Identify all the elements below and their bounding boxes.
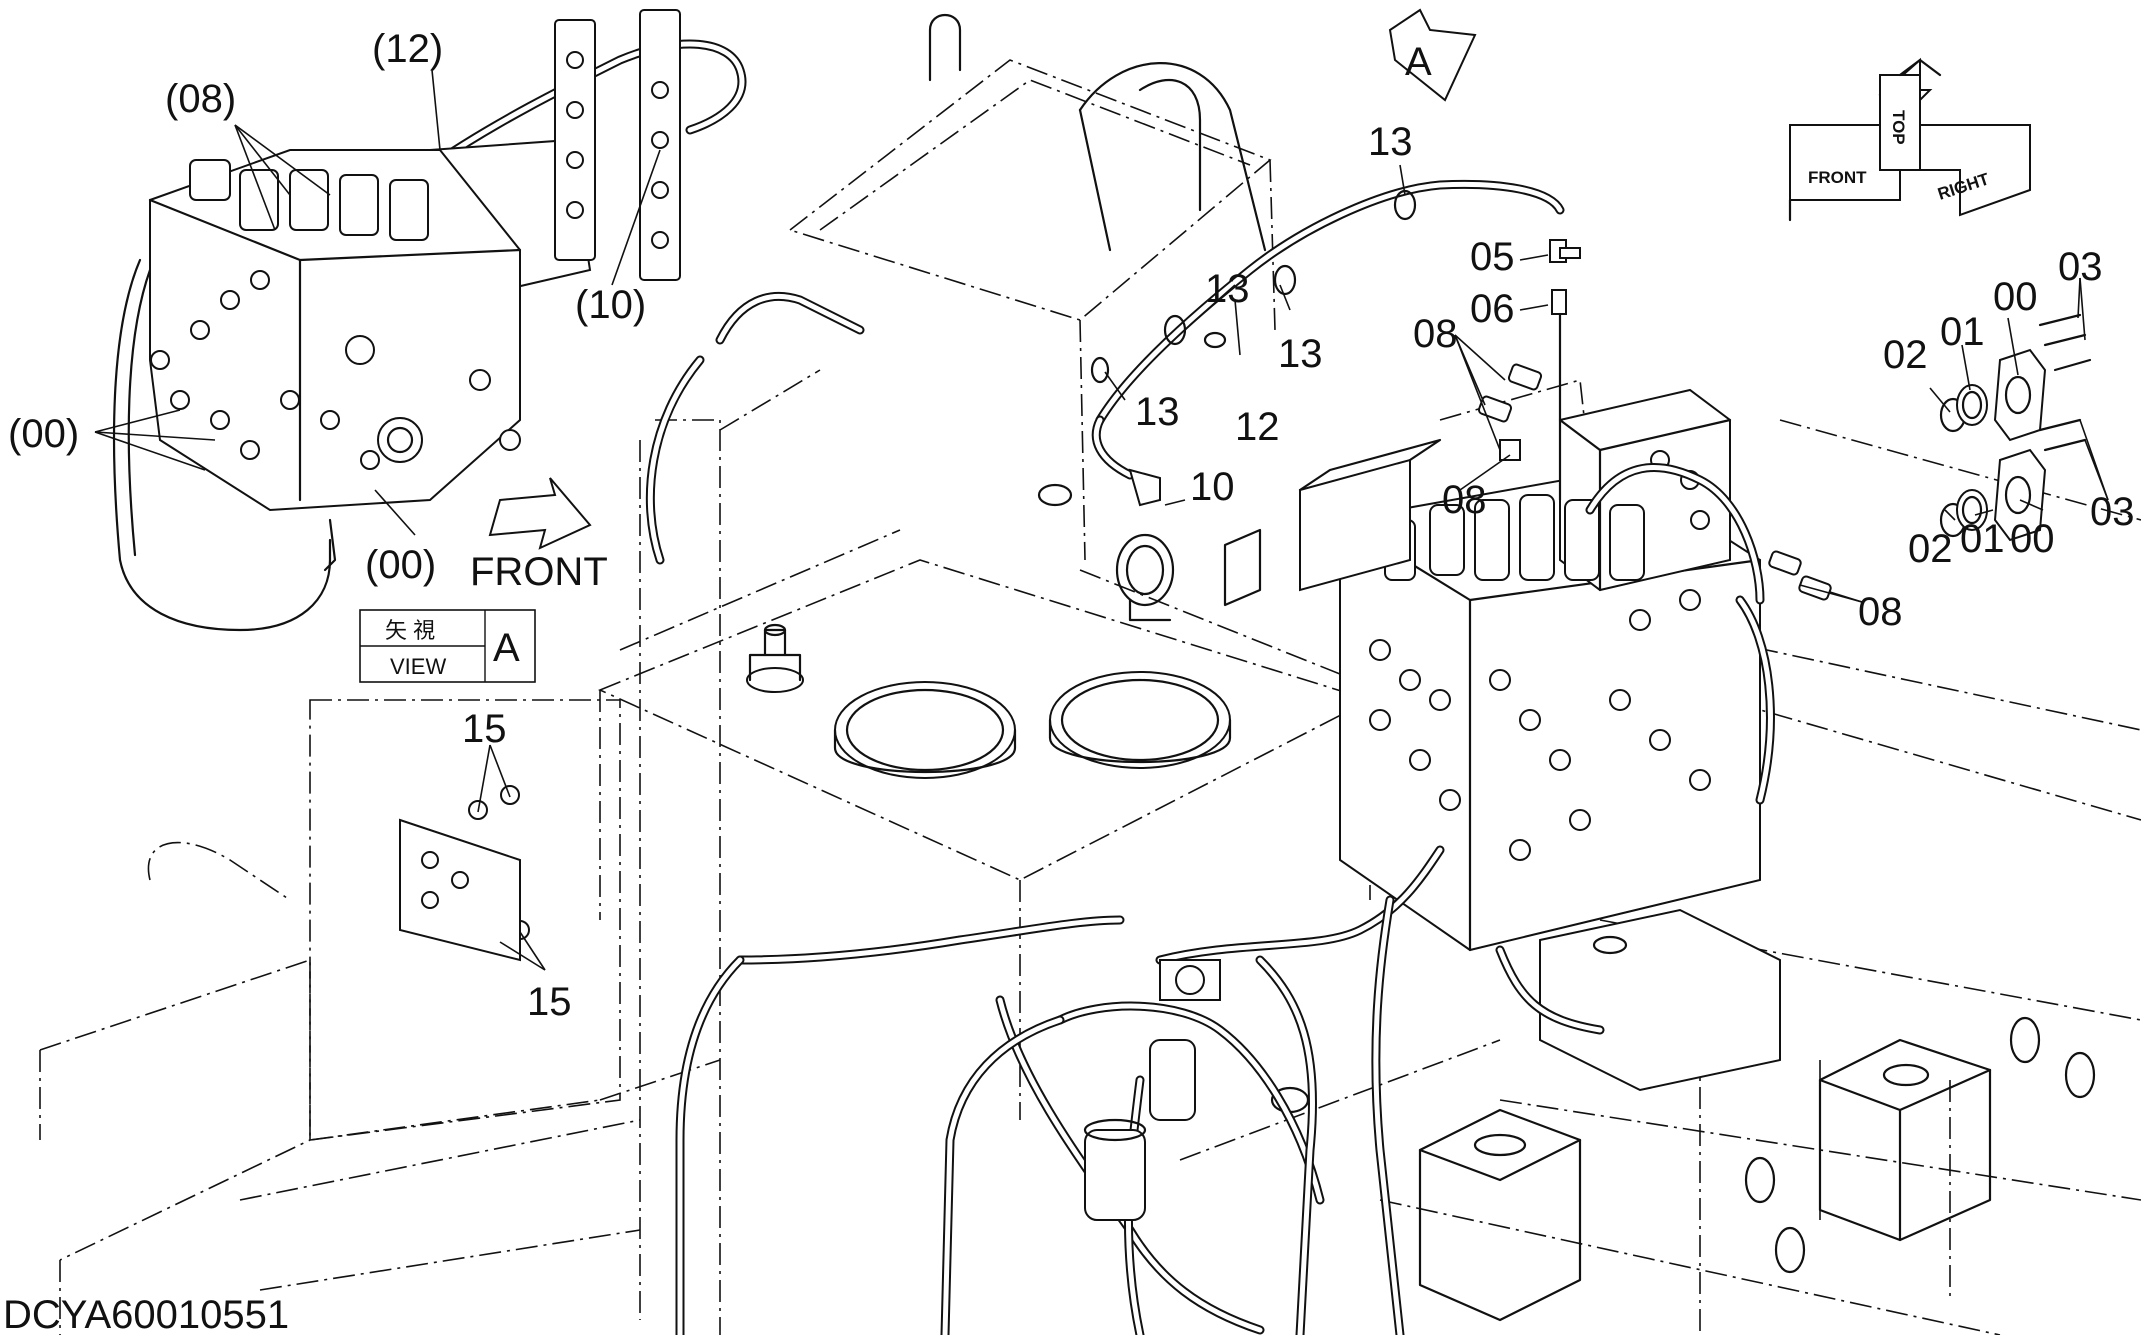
control-valve-main [1298, 388, 1781, 1092]
filler-cap [746, 623, 804, 693]
callout-05: 05 [1470, 235, 1515, 279]
flange-kit-lower [1939, 418, 2087, 542]
callout-15-upper: 15 [462, 707, 507, 751]
adapters-08 [1477, 363, 1832, 601]
view-box-bottom-text: VIEW [390, 654, 446, 679]
tank-cover-left [833, 681, 1017, 779]
callout-13-top: 13 [1368, 120, 1413, 164]
machine-frame [39, 14, 2141, 1335]
callout-08-upper: 08 [1413, 312, 1458, 356]
view-a-arrow-label: A [1405, 40, 1432, 84]
callout-02-upper: 02 [1883, 333, 1928, 377]
callout-15-lower: 15 [527, 980, 572, 1024]
view-box-top-text: 矢 視 [385, 618, 435, 643]
callout-03-upper: 03 [2058, 245, 2103, 289]
view-a-arrow [1388, 8, 1477, 102]
tank-cover-right [1048, 671, 1232, 769]
tank-cover-mount [1115, 528, 1262, 622]
callout-13-right: 13 [1278, 332, 1323, 376]
callout-08-paren: (08) [165, 77, 236, 121]
callout-13-low: 13 [1135, 390, 1180, 434]
callout-12: 12 [1235, 405, 1280, 449]
callout-00-lower: 00 [2010, 517, 2055, 561]
leader-lines [94, 69, 2109, 971]
callout-00-paren-left: (00) [8, 412, 79, 456]
boom-side-hose [645, 291, 865, 565]
callout-00-upper: 00 [1993, 275, 2038, 319]
callout-08-right: 08 [1858, 590, 1903, 634]
fitting-05-06 [1549, 239, 1581, 502]
callout-06: 06 [1470, 287, 1515, 331]
view-a-box [359, 609, 536, 683]
plugs-15 [399, 785, 530, 962]
view-a-inset [112, 9, 747, 632]
front-arrow-label: FRONT [470, 550, 608, 594]
hose-clamps-13 [1090, 189, 1417, 507]
orientation-indicator [1788, 57, 2031, 222]
view-box-letter: A [493, 626, 520, 670]
hose-assembly-12 [1091, 179, 1565, 480]
callout-08-lower: 08 [1442, 478, 1487, 522]
callout-03-lower: 03 [2090, 490, 2135, 534]
callout-00-paren-bottom: (00) [365, 543, 436, 587]
callout-labels: (12) (08) (00) (00) (10) 13 05 06 13 13 … [3, 27, 2135, 1335]
callout-13-mid: 13 [1205, 267, 1250, 311]
callout-10-paren: (10) [575, 283, 646, 327]
callout-10: 10 [1190, 465, 1235, 509]
orientation-front-label: FRONT [1808, 168, 1867, 187]
callout-01-upper: 01 [1940, 310, 1985, 354]
line-filter [1083, 959, 1221, 1221]
callout-01-lower: 01 [1960, 517, 2005, 561]
callout-02-lower: 02 [1908, 527, 1953, 571]
suction-hoses [675, 463, 1775, 1335]
drawing-number: DCYA60010551 [3, 1293, 289, 1335]
flange-kit-upper [1939, 313, 2092, 442]
callout-12-paren: (12) [372, 27, 443, 71]
front-arrow [488, 477, 592, 550]
orientation-top-label: TOP [1889, 110, 1908, 145]
